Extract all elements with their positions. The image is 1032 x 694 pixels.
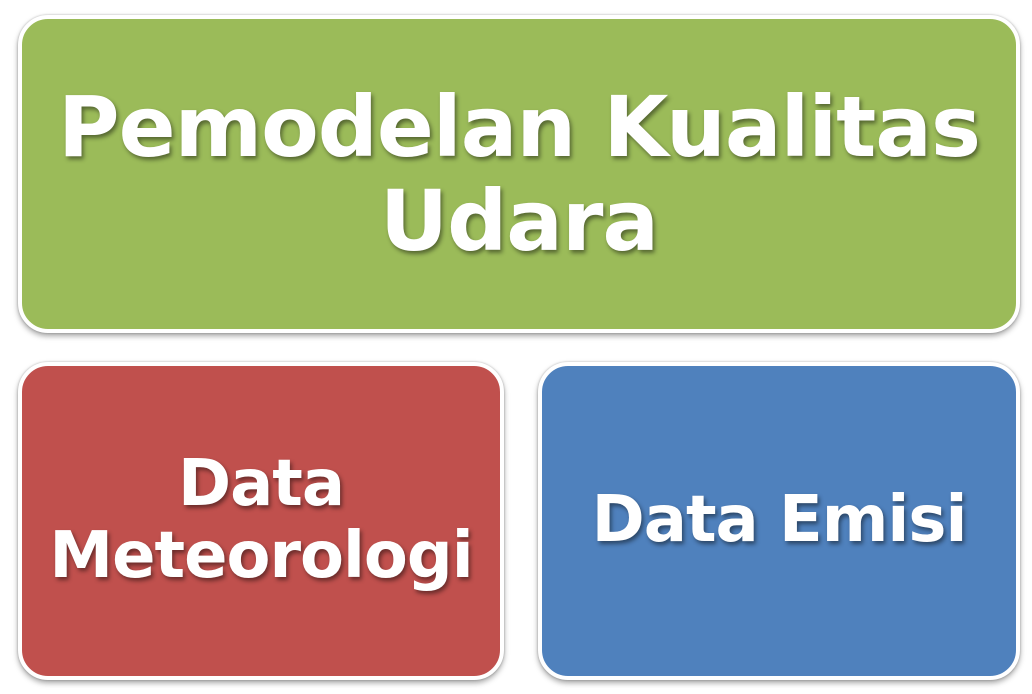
box-label-line-1: Data (177, 447, 345, 522)
box-label-line-1: Data Emisi (591, 483, 968, 558)
box-label-line-2: Meteorologi (49, 519, 473, 593)
box-data-meteorologi: Data Meteorologi (18, 362, 504, 680)
box-pemodelan-kualitas-udara: Pemodelan Kualitas Udara (18, 15, 1020, 333)
box-label: Data Emisi (572, 483, 987, 558)
box-data-emisi: Data Emisi (538, 362, 1020, 680)
box-label-line-2: Udara (379, 172, 659, 270)
box-label: Data Meteorologi (29, 447, 492, 593)
box-label-line-1: Pemodelan Kualitas (58, 77, 981, 176)
box-label: Pemodelan Kualitas Udara (38, 80, 1000, 268)
